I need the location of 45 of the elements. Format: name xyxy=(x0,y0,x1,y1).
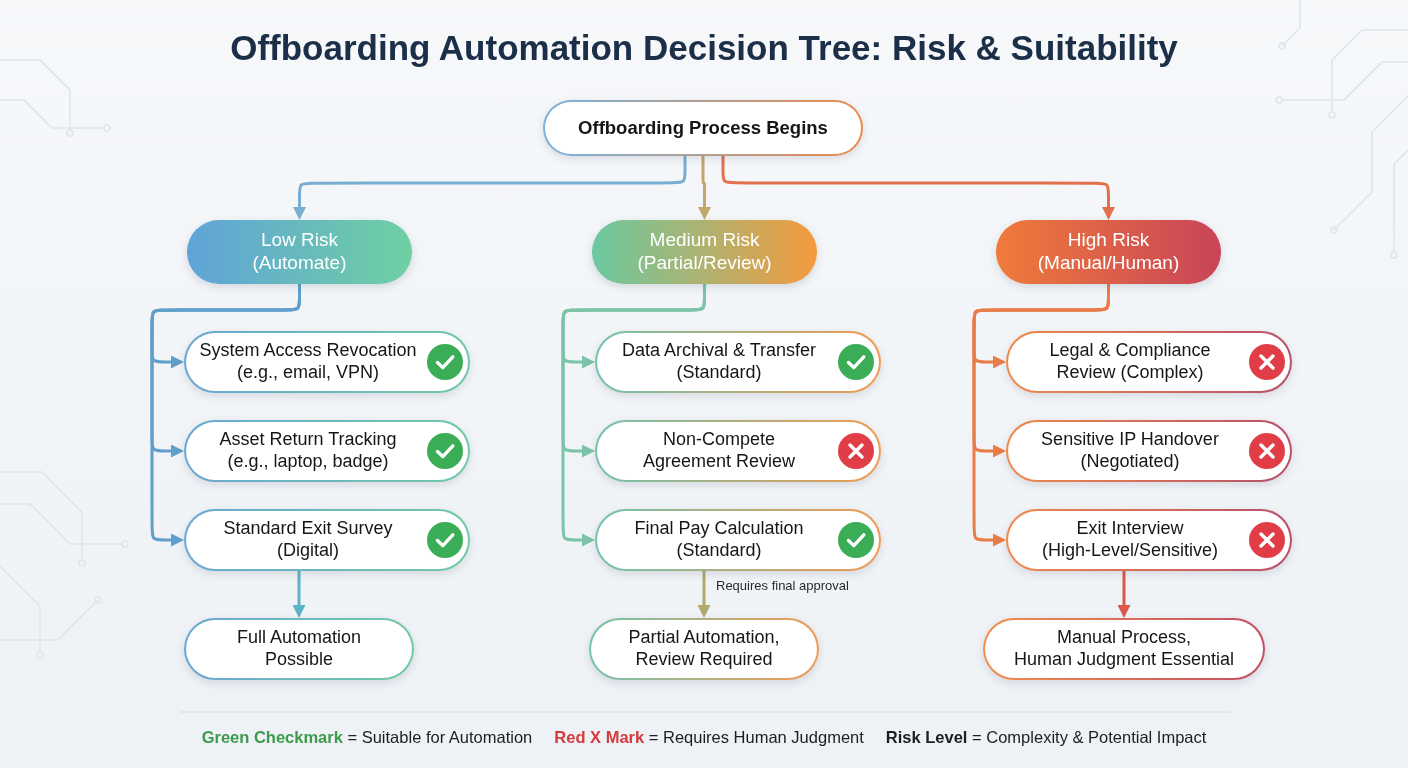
task-node xyxy=(595,509,881,571)
node-label: Non-Compete Agreement Review xyxy=(642,429,796,473)
outcome-node xyxy=(589,618,819,680)
node-label: Exit Interview (High-Level/Sensitive) xyxy=(1041,518,1219,562)
task-node xyxy=(1006,420,1292,482)
outcome-node xyxy=(184,618,414,680)
node-label: Asset Return Tracking (e.g., laptop, badge) xyxy=(219,429,397,473)
risk-level-node xyxy=(187,220,412,284)
task-node xyxy=(184,331,470,393)
arrow xyxy=(697,571,711,618)
arrow xyxy=(150,284,301,547)
node-label: High Risk (Manual/Human) xyxy=(1037,229,1180,275)
arrow xyxy=(721,156,1115,220)
task-node xyxy=(595,420,881,482)
task-node xyxy=(1006,509,1292,571)
outcome-node xyxy=(983,618,1265,680)
node-label: Data Archival & Transfer (Standard) xyxy=(621,340,817,384)
node-label: Manual Process, Human Judgment Essential xyxy=(1013,627,1235,671)
arrow xyxy=(698,156,711,220)
legend-entry: Red X Mark = Requires Human Judgment xyxy=(554,728,864,747)
risk-level-node xyxy=(592,220,817,284)
node-label: Offboarding Process Begins xyxy=(578,116,828,140)
arrow xyxy=(1117,571,1131,618)
node-label: Full Automation Possible xyxy=(236,627,362,671)
legend-entry: Green Checkmark = Suitable for Automation xyxy=(201,728,533,747)
task-node xyxy=(184,509,470,571)
arrow xyxy=(293,156,687,220)
node-label: Low Risk (Automate) xyxy=(252,229,347,275)
legend-entry: Risk Level = Complexity & Potential Impact xyxy=(885,728,1207,747)
node-label: System Access Revocation (e.g., email, VPN) xyxy=(199,340,417,384)
arrow xyxy=(972,284,1110,547)
task-node xyxy=(1006,331,1292,393)
start-node xyxy=(543,100,863,156)
task-node xyxy=(184,420,470,482)
node-label: Final Pay Calculation (Standard) xyxy=(634,518,804,562)
node-label: Legal & Compliance Review (Complex) xyxy=(1049,340,1211,384)
node-label: Medium Risk (Partial/Review) xyxy=(637,229,772,275)
arrow xyxy=(292,571,306,618)
risk-level-node xyxy=(996,220,1221,284)
node-label: Partial Automation, Review Required xyxy=(628,627,780,671)
node-label: Standard Exit Survey (Digital) xyxy=(223,518,393,562)
node-label: Sensitive IP Handover (Negotiated) xyxy=(1041,429,1219,473)
title: Offboarding Automation Decision Tree: Risk & Suitability xyxy=(230,28,1178,69)
task-node xyxy=(595,331,881,393)
arrow xyxy=(561,284,706,547)
